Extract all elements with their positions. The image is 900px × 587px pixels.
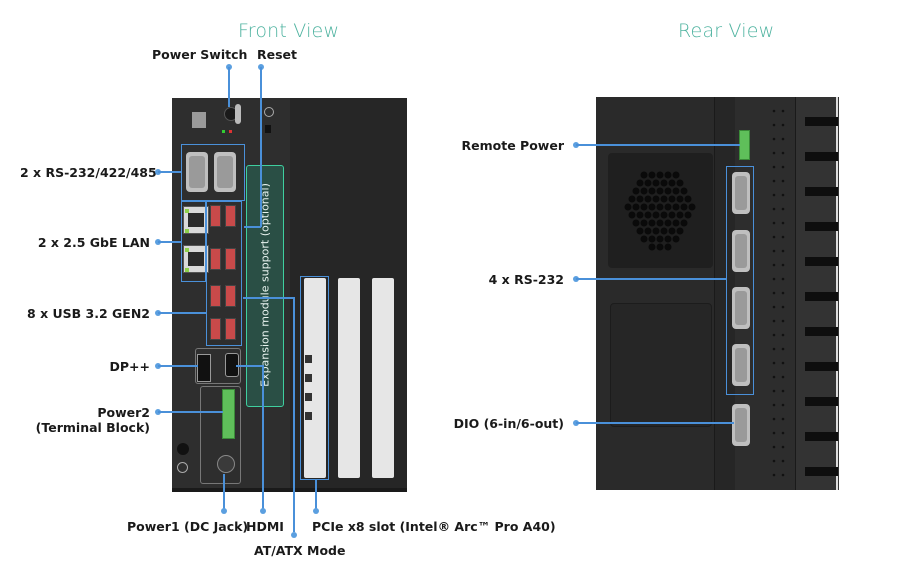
com-port-icon — [186, 152, 208, 192]
serial-callout-box — [181, 144, 245, 201]
usb-callout-box — [206, 201, 242, 346]
ground-icon — [177, 462, 188, 473]
rear-view-title: Rear View — [678, 20, 775, 42]
usb-port-icon — [210, 205, 221, 227]
com-port-icon — [732, 344, 750, 386]
gpu-port-icon — [305, 393, 312, 401]
dp-label: DP++ — [109, 359, 151, 374]
reset-button-icon[interactable] — [264, 107, 274, 117]
usb-port-icon — [225, 205, 236, 227]
cover-plate — [610, 303, 712, 427]
pcie-slot-bracket — [304, 278, 326, 478]
com-port-icon — [732, 287, 750, 329]
pcie-slot-bracket — [372, 278, 394, 478]
status-led-icon — [229, 130, 232, 133]
power-switch-label: Power Switch — [152, 47, 248, 62]
gpu-port-icon — [305, 355, 312, 363]
remote-power-terminal-icon — [739, 130, 750, 160]
fan-grille — [608, 153, 713, 268]
expansion-module-box — [246, 165, 284, 407]
lan-callout-box — [181, 201, 206, 282]
gpu-port-icon — [305, 412, 312, 420]
usb-port-icon — [210, 318, 221, 340]
at-atx-label: AT/ATX Mode — [254, 543, 346, 558]
power2-sublabel: (Terminal Block) — [35, 420, 150, 435]
status-led-icon — [222, 130, 225, 133]
dc-jack-icon — [217, 455, 235, 473]
reset-switch-icon[interactable] — [265, 125, 271, 133]
brand-logo-icon — [192, 112, 206, 128]
lan-port-icon — [183, 206, 209, 234]
terminal-block-icon — [222, 389, 235, 439]
power2-label: Power2 — [97, 405, 150, 420]
rs232-label: 4 x RS-232 — [488, 272, 564, 287]
power-label-tag — [235, 104, 241, 124]
front-view-title: Front View — [238, 20, 340, 42]
power1-label: Power1 (DC Jack) — [127, 519, 249, 534]
gpu-port-icon — [305, 374, 312, 382]
vent-holes — [772, 109, 785, 477]
dio-label: DIO (6-in/6-out) — [453, 416, 564, 431]
pcie-label: PCIe x8 slot (Intel® Arc™ Pro A40) — [312, 519, 556, 534]
hdmi-label: HDMI — [246, 519, 284, 534]
usb-port-icon — [210, 248, 221, 270]
usb-port-icon — [210, 285, 221, 307]
usb-port-icon — [225, 248, 236, 270]
usb-port-icon — [225, 318, 236, 340]
rs232-callout-box — [726, 166, 754, 395]
serial-label: 2 x RS-232/422/485 — [20, 165, 157, 180]
com-port-icon — [732, 172, 750, 214]
remote-power-label: Remote Power — [461, 138, 564, 153]
displayport-icon — [197, 354, 211, 382]
pcie-slot-bracket — [338, 278, 360, 478]
pcie-callout-box — [300, 276, 329, 480]
lan-port-icon — [183, 245, 209, 273]
usb-port-icon — [225, 285, 236, 307]
com-port-icon — [732, 230, 750, 272]
usb-label: 8 x USB 3.2 GEN2 — [27, 306, 150, 321]
screw-icon — [177, 443, 189, 455]
reset-label: Reset — [257, 47, 297, 62]
lan-label: 2 x 2.5 GbE LAN — [37, 235, 150, 250]
com-port-icon — [214, 152, 236, 192]
dio-port-icon — [732, 404, 750, 446]
